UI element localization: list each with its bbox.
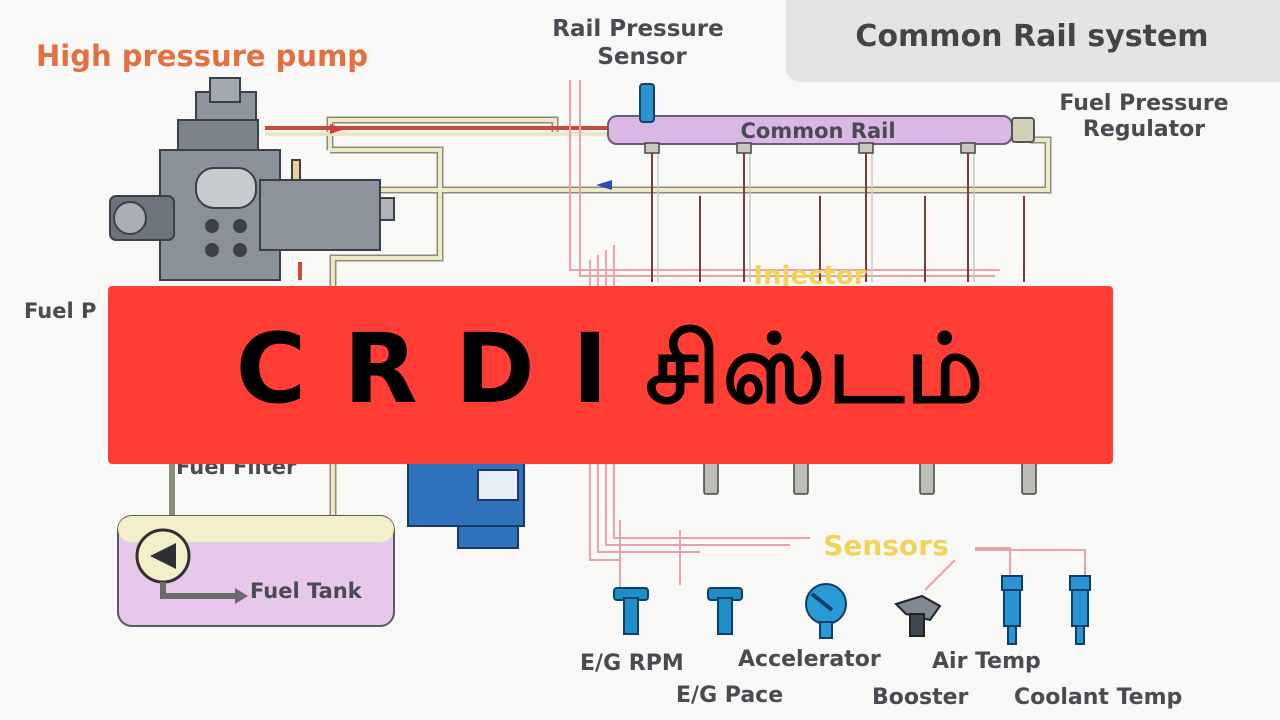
eg-rpm-label: E/G RPM	[580, 651, 684, 676]
banner-text: C R D I சிஸ்டம்	[235, 312, 986, 425]
fuel-pressure-regulator-label-2: Regulator	[1083, 117, 1205, 142]
injector-pipes-outline	[657, 144, 975, 282]
accelerator-sensor-icon	[805, 583, 847, 639]
air-temp-sensor-icon	[1001, 575, 1023, 645]
title-banner: C R D I சிஸ்டம்	[108, 286, 1113, 464]
high-pressure-pump	[109, 77, 395, 281]
injector-tips	[703, 461, 1037, 495]
ecu-unit	[407, 461, 525, 549]
eg-pace-label: E/G Pace	[676, 683, 783, 708]
fuel-tank-label: Fuel Tank	[250, 579, 363, 603]
injector-pipes	[651, 144, 1025, 282]
booster-sensor-icon	[894, 594, 942, 637]
pace-sensor-icon	[707, 587, 743, 635]
rail-pressure-sensor-label-2: Sensor	[597, 44, 687, 70]
fuel-pressure-regulator-label: Fuel Pressure	[1059, 91, 1228, 116]
sensors-label: Sensors	[823, 529, 948, 562]
diagram-title: Common Rail system	[855, 19, 1208, 54]
flow-arrow-red	[330, 124, 345, 134]
fuel-pressure-regulator	[1011, 117, 1035, 143]
booster-label: Booster	[872, 685, 969, 710]
rail-pressure-sensor	[639, 83, 655, 123]
accelerator-label: Accelerator	[738, 647, 881, 672]
coolant-temp-label: Coolant Temp	[1014, 685, 1182, 710]
rail-outlets	[644, 142, 976, 154]
air-temp-label: Air Temp	[932, 649, 1041, 674]
flow-arrow-blue	[596, 180, 612, 190]
rpm-sensor-icon	[613, 587, 649, 635]
high-pressure-pump-label: High pressure pump	[36, 39, 368, 73]
rail-pressure-sensor-label: Rail Pressure	[552, 16, 724, 42]
coolant-temp-sensor-icon	[1069, 575, 1091, 645]
title-panel	[786, 0, 1280, 82]
fuel-pump-label: Fuel P	[24, 299, 96, 323]
common-rail-label: Common Rail	[740, 119, 895, 143]
